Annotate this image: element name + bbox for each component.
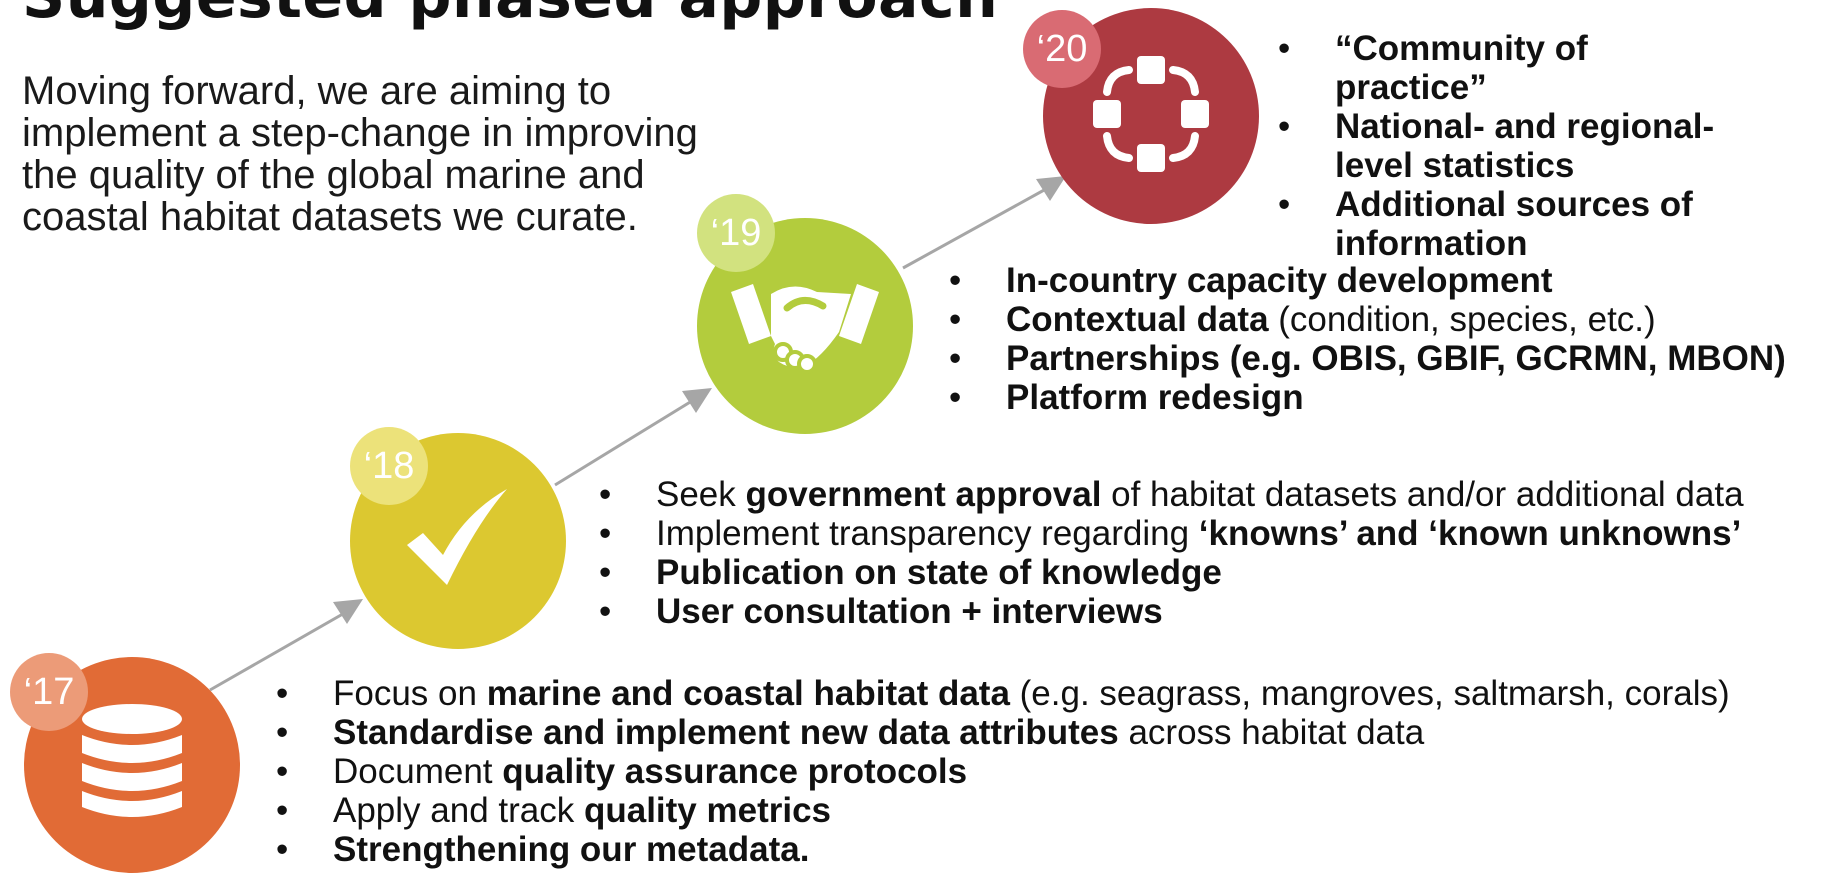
arrow-19-20 xyxy=(902,182,1056,270)
text: Implement transparency regarding xyxy=(656,514,1199,553)
text: Focus on xyxy=(333,674,487,713)
bold-text: Additional sources of information xyxy=(1335,185,1693,263)
bullet-item: Platform redesign xyxy=(949,378,1786,417)
bold-text: Partnerships (e.g. OBIS, GBIF, GCRMN, MB… xyxy=(1006,339,1786,378)
bold-text: Strengthening our metadata. xyxy=(333,830,810,869)
slide-title: Suggested phased approach xyxy=(22,0,998,32)
bullet-item: Focus on marine and coastal habitat data… xyxy=(276,674,1730,713)
text: Apply and track xyxy=(333,791,584,830)
bullet-item: Partnerships (e.g. OBIS, GBIF, GCRMN, MB… xyxy=(949,339,1786,378)
bullet-item: Publication on state of knowledge xyxy=(599,553,1744,592)
phase-20-badge: ‘20 xyxy=(1023,10,1101,88)
arrowhead-19 xyxy=(682,388,712,413)
phase-18-list: Seek government approval of habitat data… xyxy=(599,475,1744,631)
checkmark-icon xyxy=(403,488,513,594)
bold-text: Standardise and implement new data attri… xyxy=(333,713,1119,752)
phase-19-year: ‘19 xyxy=(710,211,762,254)
arrowhead-20 xyxy=(1036,176,1066,201)
database-icon xyxy=(80,703,184,828)
bullet-item: Apply and track quality metrics xyxy=(276,791,1730,830)
phase-17-list: Focus on marine and coastal habitat data… xyxy=(276,674,1730,869)
bullet-item: Additional sources of information xyxy=(1278,185,1748,263)
phase-19-list: In-country capacity developmentContextua… xyxy=(949,261,1786,417)
text: (condition, species, etc.) xyxy=(1268,300,1656,339)
bullet-item: In-country capacity development xyxy=(949,261,1786,300)
bold-text: quality assurance protocols xyxy=(502,752,968,791)
bold-text: ‘knowns’ and ‘known unknowns’ xyxy=(1198,514,1742,553)
text: of habitat datasets and/or additional da… xyxy=(1101,475,1744,514)
phase-20-year: ‘20 xyxy=(1036,27,1088,70)
handshake-icon xyxy=(731,274,879,379)
phase-19-badge: ‘19 xyxy=(697,194,775,272)
bullet-item: User consultation + interviews xyxy=(599,592,1744,631)
bullet-item: National- and regional-level statistics xyxy=(1278,107,1748,185)
text: Seek xyxy=(656,475,746,514)
text: Document xyxy=(333,752,503,791)
phase-17-badge: ‘17 xyxy=(10,653,88,731)
network-icon xyxy=(1091,54,1211,179)
bullet-item: Document quality assurance protocols xyxy=(276,752,1730,791)
bold-text: Contextual data xyxy=(1006,300,1269,339)
bold-text: Platform redesign xyxy=(1006,378,1304,417)
bold-text: marine and coastal habitat data xyxy=(486,674,1010,713)
text: (e.g. seagrass, mangroves, saltmarsh, co… xyxy=(1009,674,1730,713)
bullet-item: Implement transparency regarding ‘knowns… xyxy=(599,514,1744,553)
bold-text: quality metrics xyxy=(583,791,832,830)
phase-17-year: ‘17 xyxy=(23,670,75,713)
arrow-17-18 xyxy=(209,605,357,692)
bold-text: government approval xyxy=(745,475,1102,514)
text: across habitat data xyxy=(1118,713,1425,752)
bullet-item: Contextual data (condition, species, etc… xyxy=(949,300,1786,339)
bold-text: “Community of practice” xyxy=(1335,29,1588,107)
bold-text: National- and regional-level statistics xyxy=(1335,107,1715,185)
bullet-item: “Community of practice” xyxy=(1278,29,1748,107)
intro-text: Moving forward, we are aiming to impleme… xyxy=(22,69,698,239)
bold-text: User consultation + interviews xyxy=(656,592,1163,631)
phase-18-year: ‘18 xyxy=(363,444,415,487)
phase-18-badge: ‘18 xyxy=(350,427,428,505)
bullet-item: Strengthening our metadata. xyxy=(276,830,1730,869)
bullet-item: Standardise and implement new data attri… xyxy=(276,713,1730,752)
bullet-item: Seek government approval of habitat data… xyxy=(599,475,1744,514)
bold-text: Publication on state of knowledge xyxy=(656,553,1222,592)
arrowhead-18 xyxy=(333,599,363,624)
phase-20-list: “Community of practice”National- and reg… xyxy=(1278,29,1748,263)
bold-text: In-country capacity development xyxy=(1006,261,1553,300)
arrow-18-19 xyxy=(554,394,701,487)
